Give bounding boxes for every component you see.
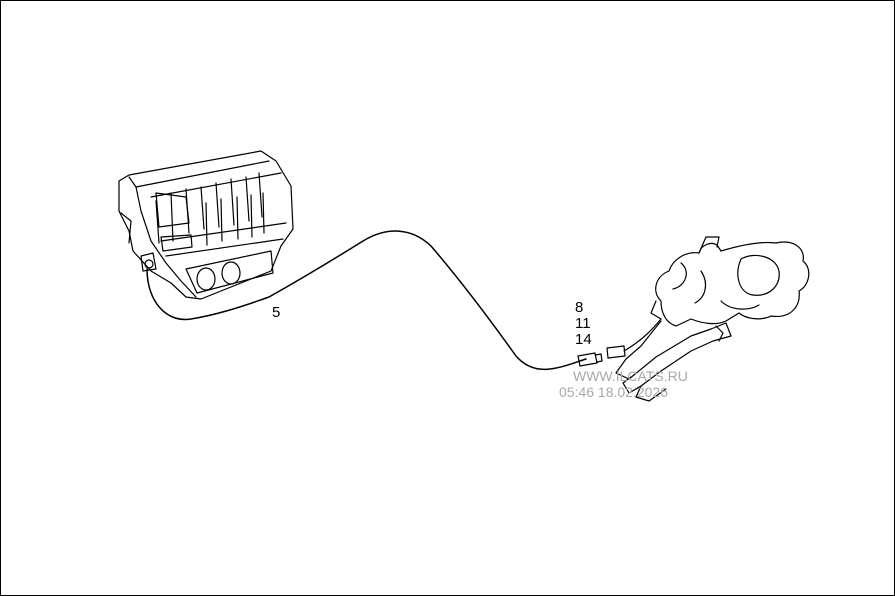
connector-plug <box>577 318 662 367</box>
heater-housing <box>118 150 294 300</box>
watermark-timestamp: 05:46 18.02.2026 <box>559 384 668 400</box>
callout-connector-b: 11 <box>575 315 591 332</box>
callout-connector-c: 14 <box>575 331 592 348</box>
cable-harness <box>146 230 587 371</box>
blower-motor <box>615 236 810 402</box>
watermark-site: WWW.ILCATS.RU <box>573 368 688 384</box>
callout-cable: 5 <box>272 304 281 321</box>
callout-connector-a: 8 <box>575 299 584 316</box>
